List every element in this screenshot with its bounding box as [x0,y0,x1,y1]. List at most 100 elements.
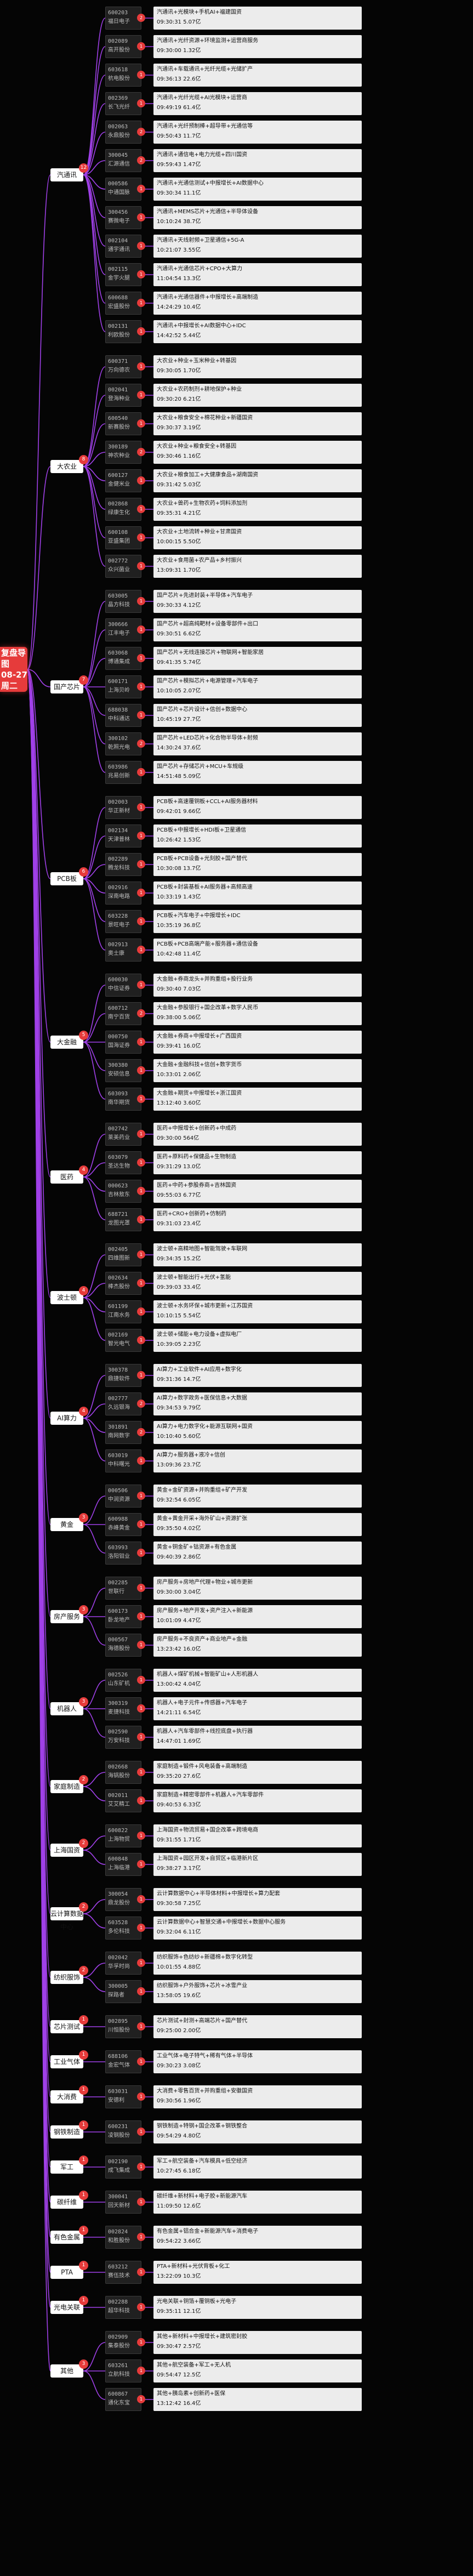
root-node[interactable]: 复盘导图 08-27 周二 [0,647,27,692]
